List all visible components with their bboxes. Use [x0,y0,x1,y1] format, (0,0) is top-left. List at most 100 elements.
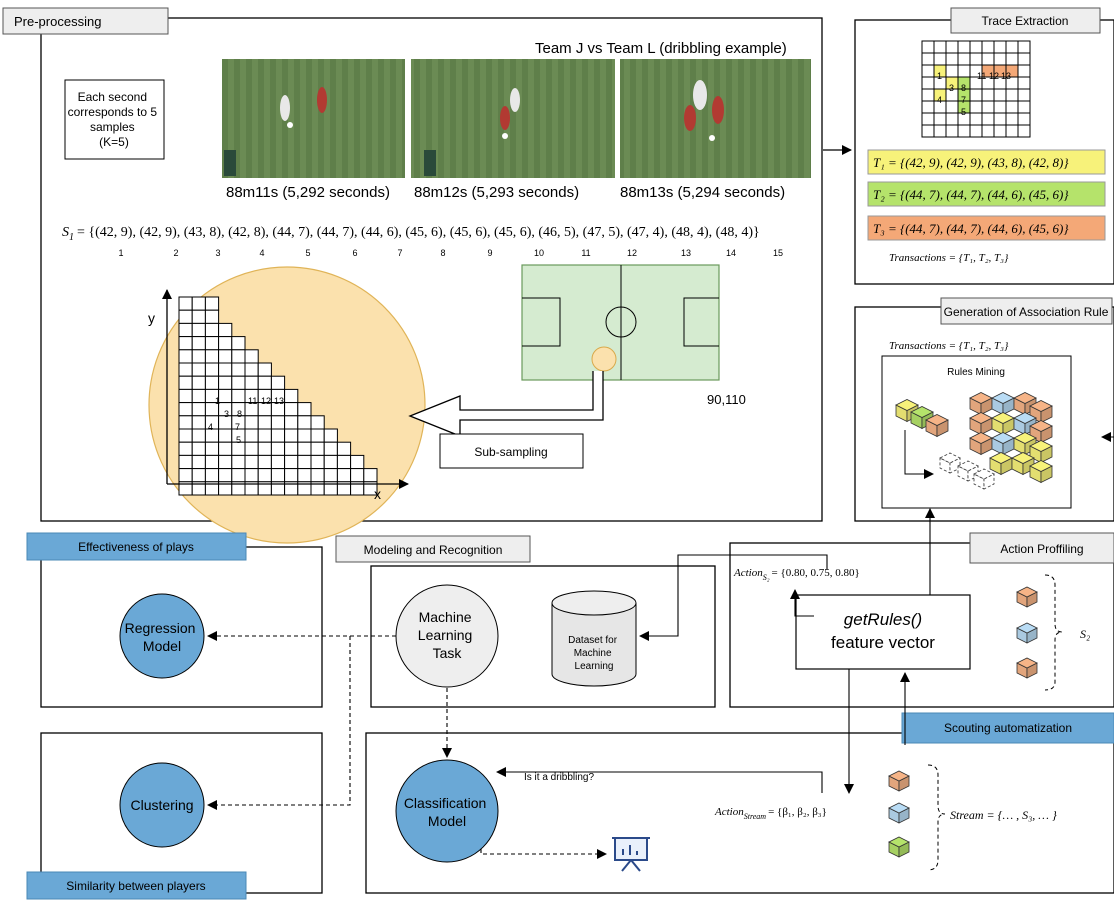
grid-cell-number: 1 [215,396,220,406]
video-frame-2 [411,59,615,178]
trace-cell [969,100,983,114]
grid-cell [363,468,378,483]
feature-vector-label: feature vector [831,633,935,652]
grid-cell [284,415,299,430]
ml-task: Machine Learning Task [418,609,476,661]
sequence-index: 8 [440,248,445,258]
grid-cell-number: 12 [261,396,271,406]
trace-cell [981,112,995,126]
trace-cell [957,64,971,78]
grid-cell [204,375,220,390]
trace-grid [921,40,1031,138]
grid-cell [323,454,338,470]
sequence-index: 9 [487,248,492,258]
grid-cell [244,415,259,430]
trace-cell [1005,112,1019,126]
profile-cubes [1016,586,1038,679]
match-title: Team J vs Team L (dribbling example) [535,40,787,57]
trace-cell-number: 4 [937,95,942,105]
grid-cell [336,441,352,456]
trace-cell [1017,88,1031,102]
sequence-index: 10 [534,248,544,258]
trace-cell-number: 12 [989,71,999,81]
sequence-index: 4 [259,248,264,258]
grid-cell [178,402,193,417]
sequence-index: 5 [305,248,310,258]
effectiveness-title: Effectiveness of plays [78,540,194,554]
grid-cell [270,428,286,443]
modeling-panel: Modeling and Recognition Machine Learnin… [335,535,716,708]
grid-cell [178,309,193,324]
trace-cell [969,52,983,66]
similarity-panel: Clustering Similarity between players [26,732,323,900]
trace-cell [933,112,947,126]
grid-cell [231,388,246,404]
sequence-s1: S1= {(42, 9), (42, 9), (43, 8), (42, 8),… [62,225,760,243]
sequence-index: 6 [352,248,357,258]
grid-cell [270,454,286,470]
cube [1013,432,1037,444]
grid-cell [297,402,312,417]
grid-cell [178,349,193,364]
grid-cell [204,322,220,338]
clustering: Clustering [130,797,193,813]
similarity-title: Similarity between players [66,879,205,893]
trace-cell [1017,124,1031,138]
trace-cell [993,100,1007,114]
grid-cell [204,296,220,311]
trace-cell [945,100,959,114]
t3-text: T₃ = {(44, 7), (44, 7), (44, 6), (45, 6)… [873,221,1069,236]
generation-transactions: Transactions = {T₁, T₂, T₃} [889,340,1009,352]
grid-cell [297,454,312,470]
grid-cell [270,441,286,456]
trace-cell [981,124,995,138]
trace-cell [921,112,935,126]
grid-cell [218,388,233,404]
trace-cell [993,112,1007,126]
grid-cell [336,468,352,483]
trace-transactions: Transactions = {T₁, T₂, T₃} [889,252,1009,264]
grid-cell [231,362,246,377]
grid-cell [178,375,193,390]
trace-cell [921,124,935,138]
trace-cell [981,88,995,102]
stream-brace [927,764,946,871]
grid-cell-number: 11 [248,396,257,406]
grid-cell [218,454,233,470]
trace-cell [945,124,959,138]
grid-cell [284,468,299,483]
grid-cell [297,441,312,456]
trace-cell [957,52,971,66]
trace-cell [921,64,935,78]
cube [1029,460,1053,472]
trace-cell [1005,124,1019,138]
preprocessing-title: Pre-processing [14,14,101,29]
cube [973,468,995,480]
cube [1013,412,1037,424]
grid-cell [191,415,206,430]
grid-cell [218,468,233,483]
cube [1029,440,1053,452]
grid-cell [191,309,206,324]
sequence-index: 1 [118,248,123,258]
grid-cell [204,468,220,483]
trace-cell [933,40,947,54]
stream-cubes [888,770,910,858]
grid-cell [270,415,286,430]
grid-cell [244,428,259,443]
trace-cell [993,124,1007,138]
cube [895,399,919,411]
grid-cell [284,428,299,443]
trace-cell [945,112,959,126]
field-dimensions: 90,110 [707,392,746,407]
classification-model: Classification Model [404,795,490,829]
trace-cell [945,40,959,54]
trace-cell [957,124,971,138]
getrules-label: getRules() [844,610,922,629]
trace-cell-number: 8 [961,83,966,93]
trace-cell [921,100,935,114]
sequence-index: 2 [173,248,178,258]
grid-cell [244,349,259,364]
trace-cell [921,76,935,90]
